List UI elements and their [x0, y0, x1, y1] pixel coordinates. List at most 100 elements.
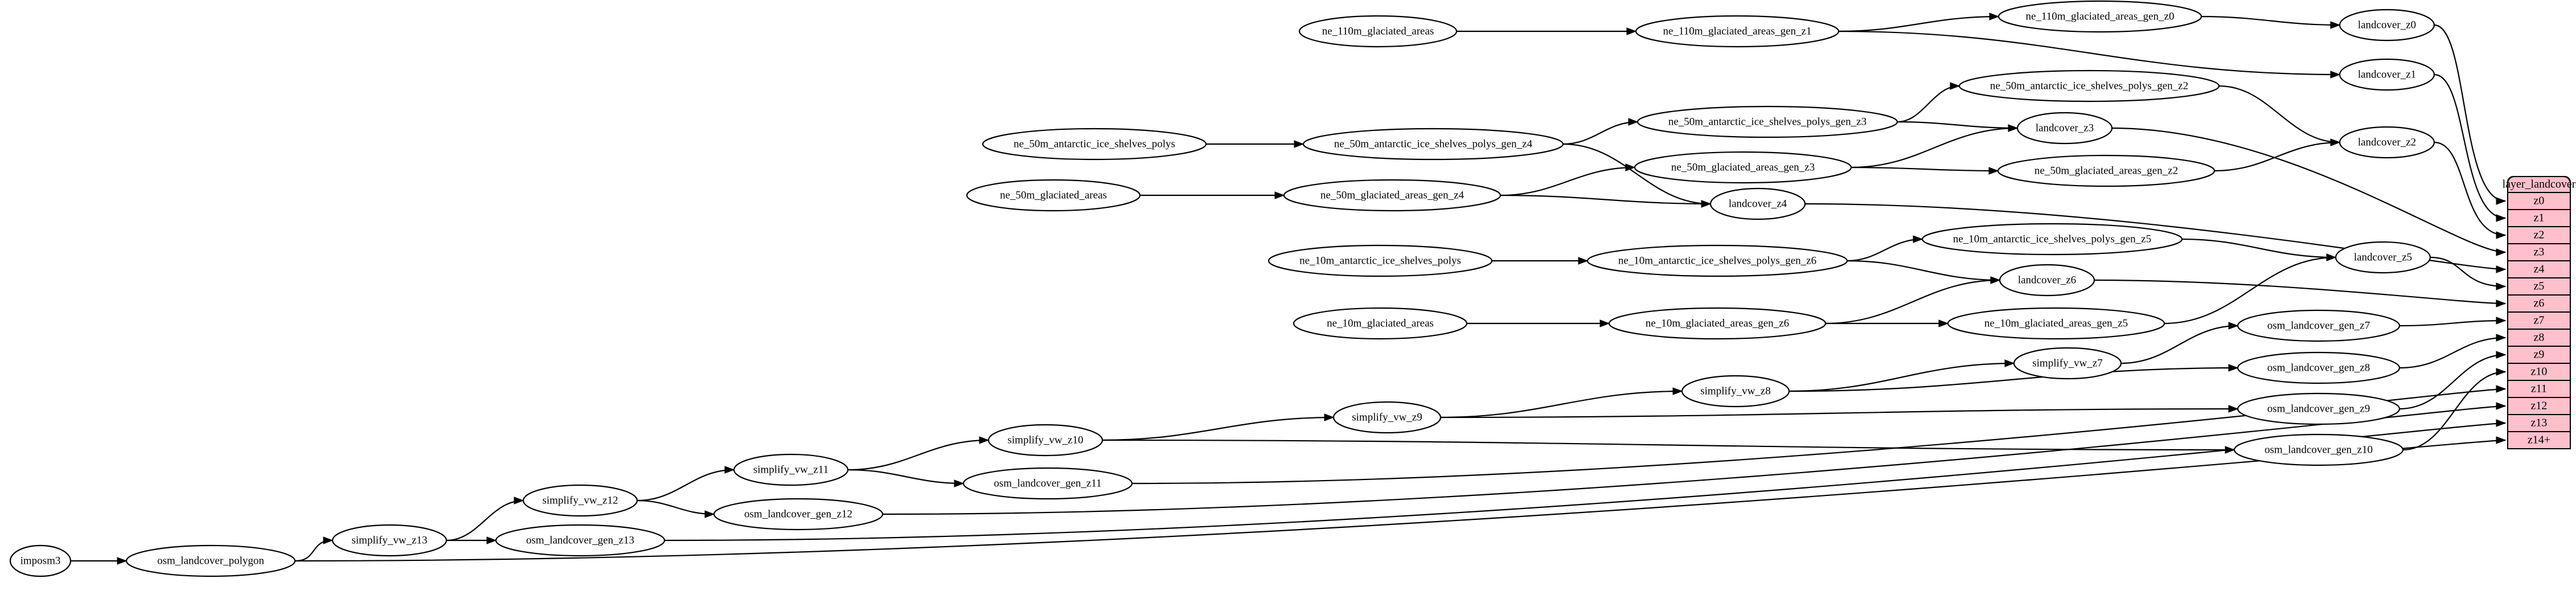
graph-node[interactable]: ne_50m_glaciated_areas_gen_z4	[1283, 179, 1502, 212]
graph-edge	[2399, 354, 2506, 410]
edge-arrowhead	[1625, 163, 1636, 171]
graph-node[interactable]: landcover_z6	[1999, 264, 2095, 297]
graph-node[interactable]: osm_landcover_gen_z9	[2237, 392, 2401, 425]
graph-node[interactable]: landcover_z3	[2016, 112, 2113, 145]
graph-node[interactable]: ne_110m_glaciated_areas	[1298, 15, 1458, 48]
table-row-label: z2	[2534, 229, 2545, 241]
graph-node[interactable]: ne_110m_glaciated_areas_gen_z1	[1635, 15, 1840, 48]
graph-node[interactable]: osm_landcover_gen_z8	[2237, 351, 2401, 384]
table-row-label: z12	[2531, 400, 2548, 412]
node-label: ne_50m_glaciated_areas	[1000, 189, 1107, 201]
graph-edge	[2181, 238, 2336, 259]
graph-edge	[1102, 439, 2235, 451]
graph-node[interactable]: simplify_vw_z7	[2013, 347, 2122, 380]
table-row[interactable]	[2507, 294, 2571, 313]
graph-node[interactable]: ne_50m_antarctic_ice_shelves_polys_gen_z…	[1636, 105, 1898, 138]
graph-node[interactable]: ne_110m_glaciated_areas_gen_z0	[1997, 0, 2202, 33]
graph-edge	[2164, 256, 2336, 325]
graph-node[interactable]: simplify_vw_z11	[733, 453, 849, 486]
graph-node[interactable]: osm_landcover_gen_z10	[2233, 433, 2404, 466]
node-ellipse	[2237, 309, 2401, 342]
graph-edge	[1847, 238, 1923, 262]
edge-arrowhead	[486, 536, 497, 544]
graph-node[interactable]: ne_50m_glaciated_areas_gen_z3	[1634, 151, 1852, 184]
graph-node[interactable]: imposm3	[9, 544, 72, 577]
node-label: ne_50m_antarctic_ice_shelves_polys_gen_z…	[1334, 138, 1533, 150]
graph-node[interactable]: ne_50m_glaciated_areas_gen_z2	[1997, 154, 2216, 187]
graph-edge	[446, 499, 524, 542]
graph-node[interactable]: ne_10m_antarctic_ice_shelves_polys_gen_z…	[1586, 244, 1848, 277]
graph-node[interactable]: landcover_z5	[2335, 241, 2431, 274]
table-row-label: z6	[2534, 297, 2545, 310]
graph-edge	[2430, 256, 2506, 288]
graph-node[interactable]: landcover_z2	[2339, 126, 2435, 159]
table-row[interactable]	[2507, 209, 2571, 227]
table-row[interactable]	[2507, 329, 2571, 347]
graph-node[interactable]: simplify_vw_z10	[987, 424, 1104, 457]
graph-node[interactable]: simplify_vw_z13	[331, 524, 448, 557]
graph-node[interactable]: ne_50m_antarctic_ice_shelves_polys	[982, 128, 1207, 161]
node-label: simplify_vw_z12	[543, 494, 618, 506]
table-row[interactable]	[2507, 380, 2571, 398]
graph-node[interactable]: simplify_vw_z12	[522, 484, 638, 517]
node-label: ne_50m_antarctic_ice_shelves_polys_gen_z…	[1668, 116, 1867, 128]
edge-arrowhead	[2330, 138, 2341, 146]
edge-arrowhead	[1950, 82, 1960, 90]
table-row[interactable]	[2507, 346, 2571, 364]
graph-node[interactable]: osm_landcover_gen_z11	[962, 467, 1133, 500]
table-row[interactable]	[2507, 397, 2571, 415]
node-ellipse	[1586, 244, 1848, 277]
layer-landcover-table[interactable]: layer_landcoverz0z1z2z3z4z5z6z7z8z9z10z1…	[2503, 176, 2576, 449]
graph-node[interactable]: osm_landcover_gen_z13	[495, 524, 666, 557]
node-ellipse	[966, 179, 1141, 212]
graph-edge	[637, 469, 735, 502]
table-row-label: z1	[2534, 212, 2545, 224]
edge-arrowhead	[954, 479, 965, 487]
graph-node[interactable]: ne_10m_glaciated_areas	[1293, 307, 1468, 340]
graph-node[interactable]: landcover_z1	[2339, 58, 2435, 91]
graph-edge	[2434, 73, 2506, 219]
table-row[interactable]	[2507, 243, 2571, 261]
graph-node[interactable]: ne_10m_glaciated_areas_gen_z5	[1947, 307, 2165, 340]
edge-arrowhead	[2496, 214, 2507, 222]
node-label: simplify_vw_z7	[2032, 357, 2103, 369]
node-ellipse	[9, 544, 72, 577]
node-ellipse	[125, 544, 296, 577]
graph-node[interactable]: ne_10m_antarctic_ice_shelves_polys_gen_z…	[1921, 223, 2183, 256]
graph-node[interactable]: landcover_z4	[1709, 187, 1806, 220]
graph-node[interactable]: simplify_vw_z8	[1681, 375, 1790, 408]
graph-node[interactable]: ne_50m_antarctic_ice_shelves_polys_gen_z…	[1958, 69, 2220, 102]
edge-arrowhead	[514, 497, 524, 505]
graph-node[interactable]: ne_50m_antarctic_ice_shelves_polys_gen_z…	[1302, 128, 1564, 161]
edge-arrowhead	[2496, 265, 2507, 273]
graph-edge	[1825, 279, 2000, 325]
graph-node[interactable]: osm_landcover_gen_z7	[2237, 309, 2401, 342]
graph-edge	[294, 439, 2506, 562]
edge-arrowhead	[323, 536, 334, 544]
table-row[interactable]	[2507, 260, 2571, 278]
graph-edge	[1851, 127, 2018, 169]
edge-arrowhead	[2008, 124, 2019, 132]
node-ellipse	[1268, 244, 1493, 277]
graph-edge	[664, 422, 2506, 542]
graph-node[interactable]: ne_10m_glaciated_areas_gen_z6	[1608, 307, 1827, 340]
graph-node[interactable]: ne_50m_glaciated_areas	[966, 179, 1141, 212]
graph-node[interactable]: simplify_vw_z9	[1332, 401, 1442, 434]
table-row[interactable]	[2507, 277, 2571, 296]
table-row[interactable]	[2507, 414, 2571, 432]
graph-node[interactable]: osm_landcover_polygon	[125, 544, 296, 577]
graph-node[interactable]: ne_10m_antarctic_ice_shelves_polys	[1268, 244, 1493, 277]
edge-arrowhead	[1989, 13, 2000, 20]
table-row[interactable]	[2507, 431, 2571, 449]
node-ellipse	[1997, 0, 2202, 33]
table-row[interactable]	[2507, 192, 2571, 210]
node-label: osm_landcover_gen_z9	[2267, 403, 2370, 415]
table-row-label: z8	[2534, 331, 2545, 344]
graph-node[interactable]: osm_landcover_gen_z12	[713, 498, 884, 531]
edge-arrowhead	[2326, 253, 2337, 261]
edge-arrowhead	[1913, 235, 1923, 243]
edge-arrowhead	[1599, 319, 1610, 327]
node-ellipse	[987, 424, 1104, 457]
graph-node[interactable]: landcover_z0	[2339, 9, 2435, 42]
node-ellipse	[331, 524, 448, 557]
